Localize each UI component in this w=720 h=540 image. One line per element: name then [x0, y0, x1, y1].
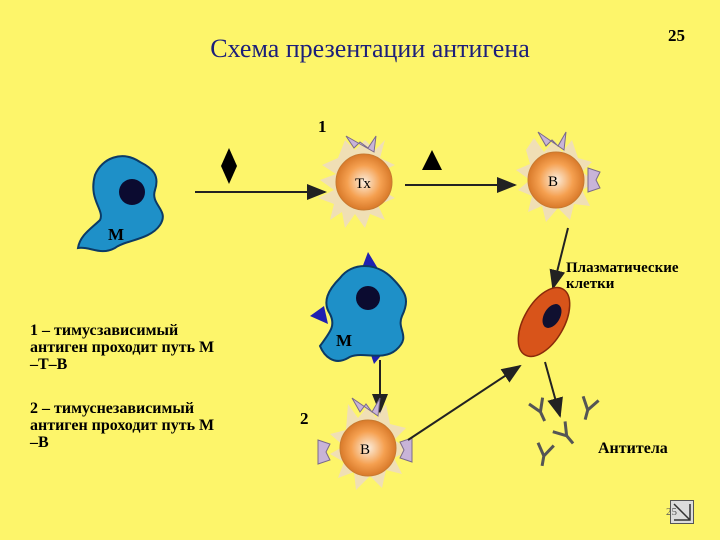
slide-nav-button[interactable]	[670, 500, 694, 524]
step1-label: 1	[318, 117, 327, 136]
legend-item-2-line2: антиген проходит путь М	[30, 417, 215, 434]
legend-item-1-line2: антиген проходит путь М	[30, 339, 215, 356]
b-top-side-receptor-icon	[587, 167, 601, 193]
b-bottom-right-receptor-icon	[399, 437, 413, 463]
legend-item-1-line1: 1 – тимусзависимый	[30, 322, 179, 339]
th-cell-label: Тх	[355, 176, 371, 192]
arrow-plasma-to-antibodies	[544, 361, 563, 418]
legend-item-2: 2 – тимуснезависимый антиген проходит пу…	[30, 400, 280, 451]
macrophage-middle-label: М	[336, 331, 352, 350]
antibody-icon-4	[536, 442, 555, 467]
antibody-icon-2	[581, 395, 600, 421]
plasma-cells-label-line2: клетки	[566, 276, 615, 292]
blue-antigen-left-icon	[310, 306, 328, 324]
plasma-cells-label: Плазматические клетки	[566, 260, 679, 292]
b-cell-bottom-label: В	[360, 442, 370, 458]
page-number: 25	[668, 26, 685, 45]
b-bottom-receptor-icon	[351, 397, 381, 417]
slide-title: Схема презентации антигена	[210, 34, 530, 63]
antibody-icon-1	[528, 397, 547, 422]
macrophage-middle-nucleus	[356, 286, 380, 310]
step2-label: 2	[300, 409, 309, 428]
b-cell-top-label: В	[548, 174, 558, 190]
plasma-cells-label-line1: Плазматические	[566, 260, 679, 276]
th-cell	[318, 135, 395, 228]
arrow-b-bottom-to-plasma	[407, 364, 522, 441]
triangle-antigen-icon	[422, 150, 442, 170]
b-cell-bottom	[317, 397, 413, 490]
b-bottom-left-receptor-icon	[317, 439, 331, 465]
plasma-cell-nucleus	[542, 304, 562, 328]
macrophage-top-nucleus	[119, 179, 145, 205]
diamond-antigen-icon	[221, 148, 237, 184]
b-cell-top	[516, 131, 601, 222]
arrow-b-to-plasma	[549, 227, 569, 290]
legend-item-2-line1: 2 – тимуснезависимый	[30, 400, 195, 417]
th-receptor-icon	[345, 135, 377, 153]
macrophage-middle	[310, 252, 408, 364]
macrophage-top	[76, 155, 164, 253]
legend-item-2-line3: –В	[30, 434, 49, 451]
legend-item-1-line3: –Т–В	[30, 356, 68, 373]
macrophage-top-label: М	[108, 225, 124, 244]
antibodies-group	[528, 395, 600, 467]
plasma-cell	[517, 286, 571, 358]
antibody-icon-3	[552, 421, 575, 445]
legend-item-1: 1 – тимусзависимый антиген проходит путь…	[30, 322, 280, 373]
b-top-receptor-icon	[537, 131, 567, 151]
nav-arrow-icon	[673, 503, 691, 521]
antibodies-label: Антитела	[598, 440, 668, 457]
